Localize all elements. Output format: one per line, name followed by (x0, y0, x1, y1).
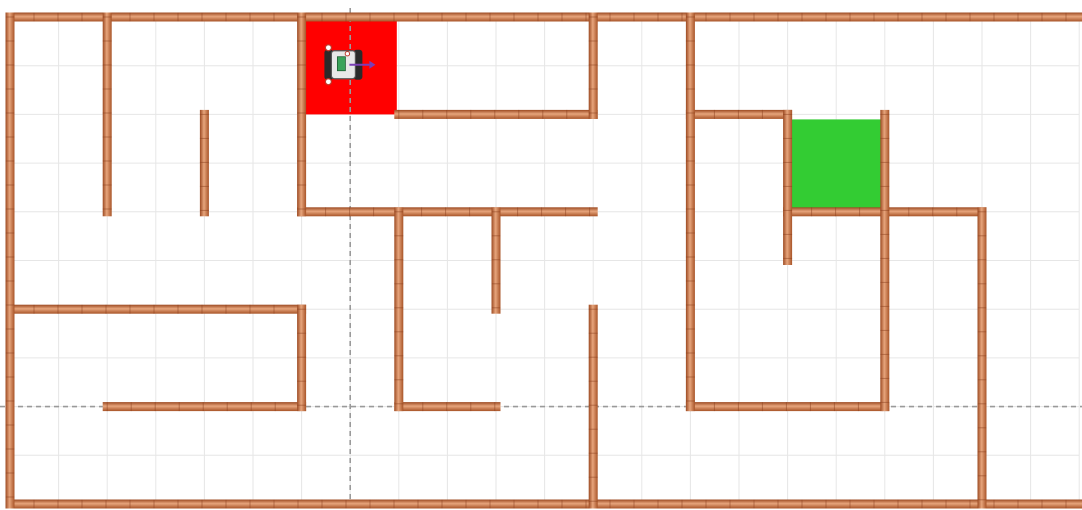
robot-sensor-front (345, 52, 349, 56)
axis-lines (0, 8, 1082, 505)
maze-wall-vertical (103, 13, 112, 217)
maze-wall-vertical (297, 13, 306, 217)
maze-wall-horizontal (6, 13, 1082, 22)
maze-wall-vertical (783, 110, 792, 265)
maze-wall-vertical (589, 13, 598, 119)
maze-wall-horizontal (783, 207, 889, 216)
grid-lines (10, 17, 1079, 504)
maze-wall-vertical (200, 110, 209, 216)
maze-wall-horizontal (686, 110, 792, 119)
maze-wall-vertical (978, 207, 987, 508)
maze-wall-vertical (297, 305, 306, 411)
maze-wall-vertical (589, 305, 598, 509)
maze-wall-vertical (880, 110, 889, 411)
goal-cell (792, 119, 881, 210)
maze-wall-horizontal (6, 500, 1082, 509)
robot-sensor-bottom (325, 79, 331, 85)
maze-wall-horizontal (6, 305, 307, 314)
robot-sensor-top (325, 45, 331, 51)
robot-screen (337, 57, 345, 71)
maze-wall-horizontal (880, 207, 986, 216)
maze-wall-vertical (492, 207, 501, 313)
maze-wall-horizontal (297, 207, 598, 216)
maze-wall-horizontal (394, 402, 500, 411)
maze-wall-vertical (6, 13, 15, 509)
maze-wall-vertical (686, 13, 695, 412)
maze-wall-vertical (394, 207, 403, 411)
